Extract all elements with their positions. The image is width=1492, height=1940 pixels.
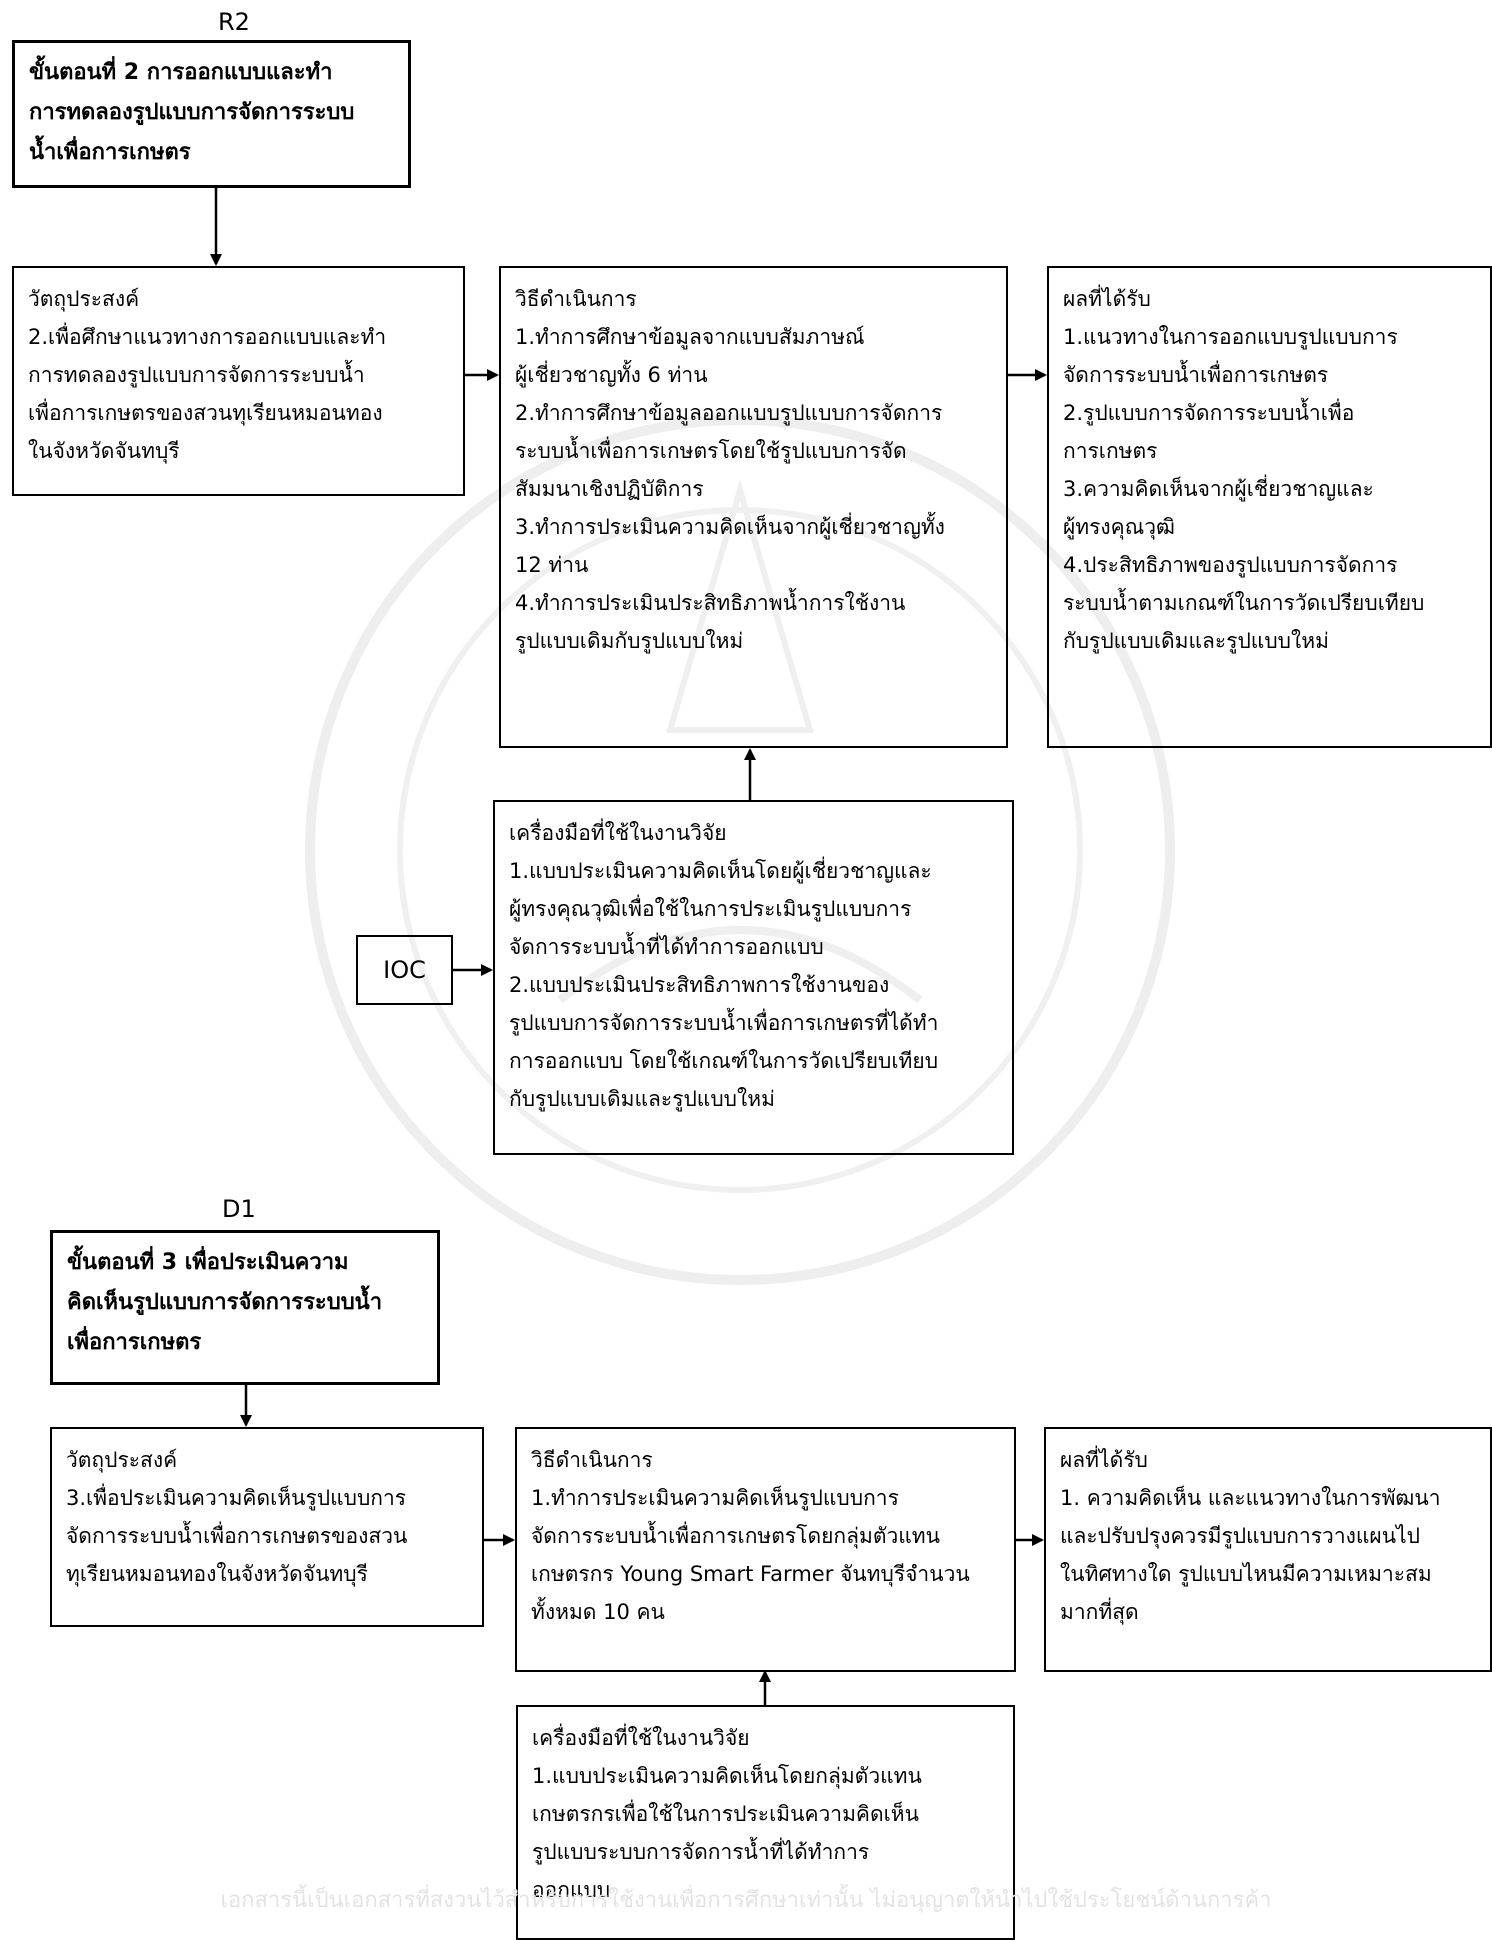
result-line: 4.ประสิทธิภาพของรูปแบบการจัดการ [1063,553,1398,577]
method-line: เกษตรกร Young Smart Farmer จันทบุรีจำนวน [531,1562,970,1586]
result-line: 3.ความคิดเห็นจากผู้เชี่ยวชาญและ [1063,477,1374,501]
method-heading: วิธีดำเนินการ [531,1448,653,1472]
result-line: ในทิศทางใด รูปแบบไหนมีความเหมาะสม [1060,1562,1432,1586]
result-line: มากที่สุด [1060,1600,1139,1624]
method-line: 2.ทำการศึกษาข้อมูลออกแบบรูปแบบการจัดการ [515,401,943,425]
objective-heading: วัตถุประสงค์ [66,1448,178,1472]
method-line: 12 ท่าน [515,553,589,577]
method-line: สัมมนาเชิงปฏิบัติการ [515,477,704,501]
tools-line: กับรูปแบบเดิมและรูปแบบใหม่ [509,1087,775,1111]
tools-heading: เครื่องมือที่ใช้ในงานวิจัย [532,1726,750,1750]
stage3-title-line: เพื่อการเกษตร [67,1330,202,1355]
stage3-title-line: คิดเห็นรูปแบบการจัดการระบบน้ำ [67,1290,383,1315]
tools-heading: เครื่องมือที่ใช้ในงานวิจัย [509,821,727,845]
stage2-result-box: ผลที่ได้รับ 1.แนวทางในการออกแบบรูปแบบการ… [1047,266,1492,748]
ioc-box: IOC [356,935,453,1005]
objective-line: 2.เพื่อศึกษาแนวทางการออกแบบและทำ [28,325,387,349]
method-line: 3.ทำการประเมินความคิดเห็นจากผู้เชี่ยวชาญ… [515,515,945,539]
method-line: รูปแบบเดิมกับรูปแบบใหม่ [515,629,744,653]
objective-line: ทุเรียนหมอนทองในจังหวัดจันทบุรี [66,1562,368,1586]
tools-line: รูปแบบการจัดการระบบน้ำเพื่อการเกษตรที่ได… [509,1011,939,1035]
method-line: 4.ทำการประเมินประสิทธิภาพน้ำการใช้งาน [515,591,906,615]
method-line: 1.ทำการศึกษาข้อมูลจากแบบสัมภาษณ์ [515,325,865,349]
result-line: 1.แนวทางในการออกแบบรูปแบบการ [1063,325,1398,349]
tools-line: 1.แบบประเมินความคิดเห็นโดยผู้เชี่ยวชาญแล… [509,859,932,883]
result-line: ผู้ทรงคุณวุฒิ [1063,515,1175,539]
method-line: 1.ทำการประเมินความคิดเห็นรูปแบบการ [531,1486,899,1510]
stage2-objective-box: วัตถุประสงค์ 2.เพื่อศึกษาแนวทางการออกแบบ… [12,266,465,496]
method-line: ระบบน้ำเพื่อการเกษตรโดยใช้รูปแบบการจัด [515,439,907,463]
method-line: ผู้เชี่ยวชาญทั้ง 6 ท่าน [515,363,708,387]
result-line: กับรูปแบบเดิมและรูปแบบใหม่ [1063,629,1329,653]
result-line: 2.รูปแบบการจัดการระบบน้ำเพื่อ [1063,401,1355,425]
result-heading: ผลที่ได้รับ [1063,287,1151,311]
stage2-title-box: ขั้นตอนที่ 2 การออกแบบและทำ การทดลองรูปแ… [12,40,411,188]
tools-line: เกษตรกรเพื่อใช้ในการประเมินความคิดเห็น [532,1802,919,1826]
result-line: และปรับปรุงควรมีรูปแบบการวางแผนไป [1060,1524,1420,1548]
method-heading: วิธีดำเนินการ [515,287,637,311]
objective-heading: วัตถุประสงค์ [28,287,140,311]
stage2-tools-box: เครื่องมือที่ใช้ในงานวิจัย 1.แบบประเมินค… [493,800,1014,1155]
stage3-result-box: ผลที่ได้รับ 1. ความคิดเห็น และแนวทางในกา… [1044,1427,1492,1672]
stage2-title-line: การทดลองรูปแบบการจัดการระบบ [29,100,355,125]
result-line: จัดการระบบน้ำเพื่อการเกษตร [1063,363,1329,387]
objective-line: จัดการระบบน้ำเพื่อการเกษตรของสวน [66,1524,408,1548]
stage2-code-label: R2 [218,8,250,36]
result-line: การเกษตร [1063,439,1158,463]
stage2-title-line: ขั้นตอนที่ 2 การออกแบบและทำ [29,60,333,85]
result-line: 1. ความคิดเห็น และแนวทางในการพัฒนา [1060,1486,1441,1510]
method-line: จัดการระบบน้ำเพื่อการเกษตรโดยกลุ่มตัวแทน [531,1524,940,1548]
objective-line: การทดลองรูปแบบการจัดการระบบน้ำ [28,363,365,387]
watermark-text: เอกสารนี้เป็นเอกสารที่สงวนไว้สำหรับการใช… [220,1888,1272,1913]
stage3-title-box: ขั้นตอนที่ 3 เพื่อประเมินความ คิดเห็นรูป… [50,1230,440,1385]
stage3-code-label: D1 [222,1195,256,1223]
tools-line: ออกแบบ [532,1878,611,1902]
objective-line: เพื่อการเกษตรของสวนทุเรียนหมอนทอง [28,401,383,425]
objective-line: ในจังหวัดจันทบุรี [28,439,180,463]
tools-line: 2.แบบประเมินประสิทธิภาพการใช้งานของ [509,973,890,997]
tools-line: การออกแบบ โดยใช้เกณฑ์ในการวัดเปรียบเทียบ [509,1049,939,1073]
method-line: ทั้งหมด 10 คน [531,1600,665,1624]
result-line: ระบบน้ำตามเกณฑ์ในการวัดเปรียบเทียบ [1063,591,1425,615]
tools-line: จัดการระบบน้ำที่ได้ทำการออกแบบ [509,935,824,959]
objective-line: 3.เพื่อประเมินความคิดเห็นรูปแบบการ [66,1486,407,1510]
stage3-objective-box: วัตถุประสงค์ 3.เพื่อประเมินความคิดเห็นรู… [50,1427,484,1627]
tools-line: 1.แบบประเมินความคิดเห็นโดยกลุ่มตัวแทน [532,1764,922,1788]
result-heading: ผลที่ได้รับ [1060,1448,1148,1472]
stage2-method-box: วิธีดำเนินการ 1.ทำการศึกษาข้อมูลจากแบบสั… [499,266,1008,748]
stage3-tools-box: เครื่องมือที่ใช้ในงานวิจัย 1.แบบประเมินค… [516,1705,1015,1940]
stage3-title-line: ขั้นตอนที่ 3 เพื่อประเมินความ [67,1250,349,1275]
tools-line: ผู้ทรงคุณวุฒิเพื่อใช้ในการประเมินรูปแบบก… [509,897,912,921]
tools-line: รูปแบบระบบการจัดการน้ำที่ได้ทำการ [532,1840,870,1864]
stage2-title-line: น้ำเพื่อการเกษตร [29,140,191,165]
stage3-method-box: วิธีดำเนินการ 1.ทำการประเมินความคิดเห็นร… [515,1427,1016,1672]
